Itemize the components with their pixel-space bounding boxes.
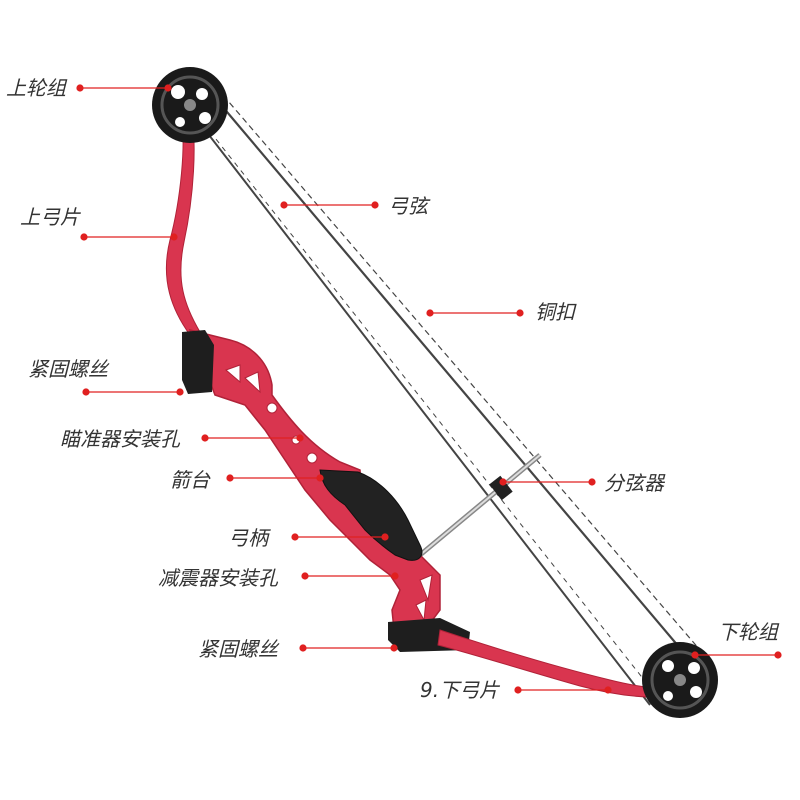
lower-cam — [642, 642, 718, 718]
grip — [319, 469, 423, 561]
label-stabilizer-hole: 减震器安装孔 — [158, 566, 278, 590]
cable-guard — [406, 453, 542, 567]
label-arrow-rest: 箭台 — [170, 468, 210, 492]
bow-strings — [177, 79, 701, 706]
label-screw-bottom: 紧固螺丝 — [198, 637, 278, 661]
label-upper-limb: 上弓片 — [20, 205, 80, 229]
label-grip: 弓柄 — [228, 526, 268, 550]
riser — [188, 328, 441, 642]
label-sight-holes: 瞄准器安装孔 — [60, 427, 180, 451]
pointer-lines — [76, 84, 782, 694]
label-lower-cam: 下轮组 — [718, 620, 778, 644]
label-upper-cam: 上轮组 — [6, 76, 66, 100]
label-cable-guard: 分弦器 — [604, 471, 664, 495]
label-screw-top: 紧固螺丝 — [28, 357, 108, 381]
upper-cam — [152, 67, 228, 143]
label-cable-clamp: 铜扣 — [535, 300, 575, 324]
riser-cutouts — [225, 364, 433, 622]
label-string: 弓弦 — [388, 194, 428, 218]
label-lower-limb: 9.下弓片 — [420, 678, 500, 702]
